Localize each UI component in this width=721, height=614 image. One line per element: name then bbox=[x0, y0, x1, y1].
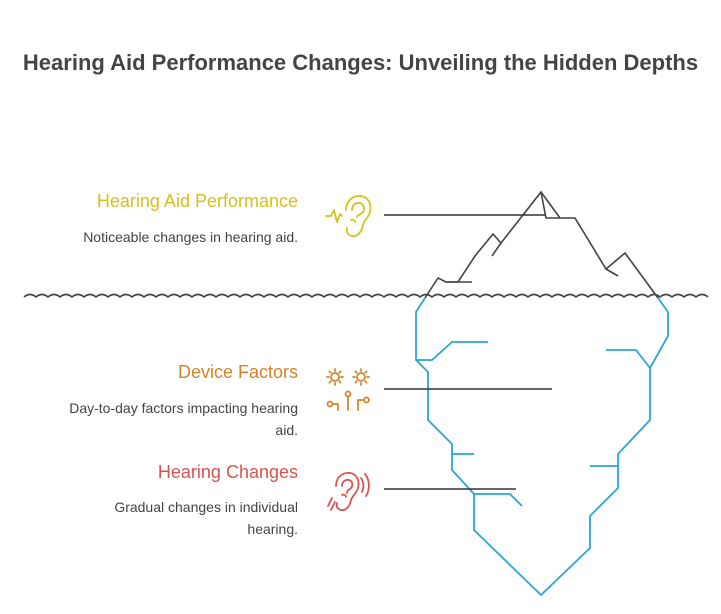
level-bottom-description: Gradual changes in individual hearing. bbox=[114, 499, 298, 537]
level-middle-label: Device Factors bbox=[177, 362, 298, 382]
ear-hearing-icon bbox=[327, 472, 370, 512]
iceberg-underwater bbox=[415, 297, 669, 597]
ear-sound-icon bbox=[325, 195, 372, 237]
level-tip-description: Noticeable changes in hearing aid. bbox=[83, 229, 298, 245]
level-middle-description: Day-to-day factors impacting hearing aid… bbox=[69, 400, 298, 438]
gears-circuit-icon bbox=[326, 368, 370, 411]
diagram-title: Hearing Aid Performance Changes: Unveili… bbox=[22, 50, 699, 75]
iceberg-tip bbox=[424, 190, 659, 299]
water-line bbox=[23, 293, 709, 299]
level-tip-label: Hearing Aid Performance bbox=[96, 191, 298, 211]
level-bottom-label: Hearing Changes bbox=[157, 462, 298, 482]
